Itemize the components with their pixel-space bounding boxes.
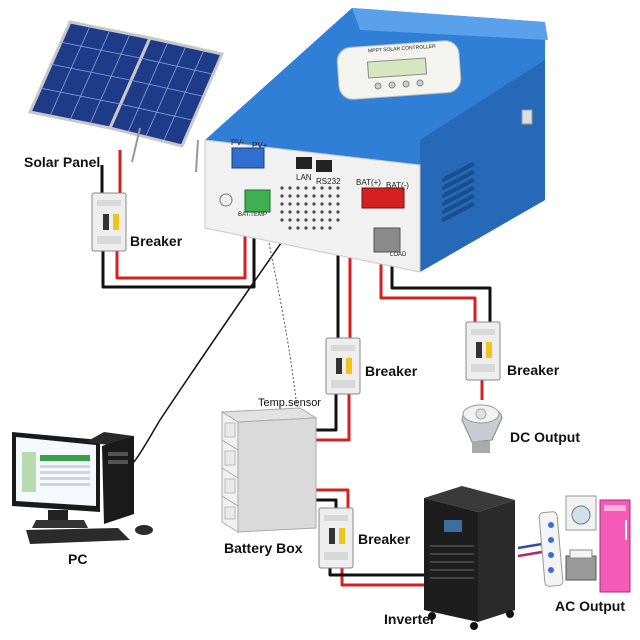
label-temp-sensor: Temp.sensor <box>258 397 321 409</box>
label-inverter: Inverter <box>384 611 436 627</box>
lcd-button[interactable] <box>374 82 382 90</box>
wire-load-pos <box>379 255 477 325</box>
charge-controller <box>204 8 548 273</box>
label-solar-panel: Solar Panel <box>24 154 101 170</box>
battery-box-icon <box>220 407 318 533</box>
label-breaker-dc: Breaker <box>507 362 560 378</box>
breaker-pv-icon <box>91 192 127 252</box>
lcd-button[interactable] <box>388 81 396 89</box>
port-label-bat-pos: BAT(+) <box>356 178 381 187</box>
terminal-pv <box>231 147 265 169</box>
label-ac-output: AC Output <box>555 598 625 614</box>
port-label-lan: LAN <box>296 173 312 182</box>
port-label-pv-pos: PV+ <box>252 141 268 150</box>
wire-bat-neg-2 <box>314 392 338 432</box>
breaker-dc-icon <box>465 321 501 381</box>
dc-output-lamp-icon <box>461 404 503 453</box>
label-dc-output: DC Output <box>510 429 580 445</box>
pc-icon <box>12 432 153 544</box>
inverter-icon <box>424 486 515 630</box>
terminal-battery <box>361 187 405 209</box>
wire-load-neg <box>390 255 492 325</box>
terminal-temp <box>244 189 271 213</box>
port-lan[interactable] <box>296 157 312 169</box>
label-pc: PC <box>68 551 88 567</box>
label-breaker-battery: Breaker <box>365 363 418 379</box>
washing-machine-icon <box>565 495 597 531</box>
breaker-inverter-icon <box>318 507 354 569</box>
refrigerator-icon <box>599 499 631 593</box>
wire-inv-pos <box>314 488 350 512</box>
label-breaker-inverter: Breaker <box>358 531 411 547</box>
breaker-battery-icon <box>325 337 361 395</box>
label-battery-box: Battery Box <box>224 540 303 556</box>
power-strip-icon <box>538 511 564 587</box>
wire-bat-pos-2 <box>314 392 351 442</box>
fan-grille <box>280 186 340 230</box>
port-label-temp: BAT.TEMP <box>238 212 267 218</box>
lcd-button[interactable] <box>416 79 424 87</box>
port-rs232[interactable] <box>316 160 332 172</box>
ground-icon <box>219 193 233 207</box>
wire-inv-pos-2 <box>340 565 425 587</box>
lcd-screen <box>366 57 428 79</box>
port-label-load: LOAD <box>390 252 407 258</box>
terminal-load <box>373 227 401 253</box>
lcd-button[interactable] <box>402 80 410 88</box>
solar-panel-icon <box>27 20 225 173</box>
port-label-rs232: RS232 <box>316 177 341 186</box>
printer-icon <box>565 549 597 581</box>
port-label-pv-neg: PV- <box>231 138 244 147</box>
label-breaker-pv: Breaker <box>130 233 183 249</box>
side-vent <box>441 161 475 223</box>
port-label-bat-neg: BAT(-) <box>386 181 409 190</box>
